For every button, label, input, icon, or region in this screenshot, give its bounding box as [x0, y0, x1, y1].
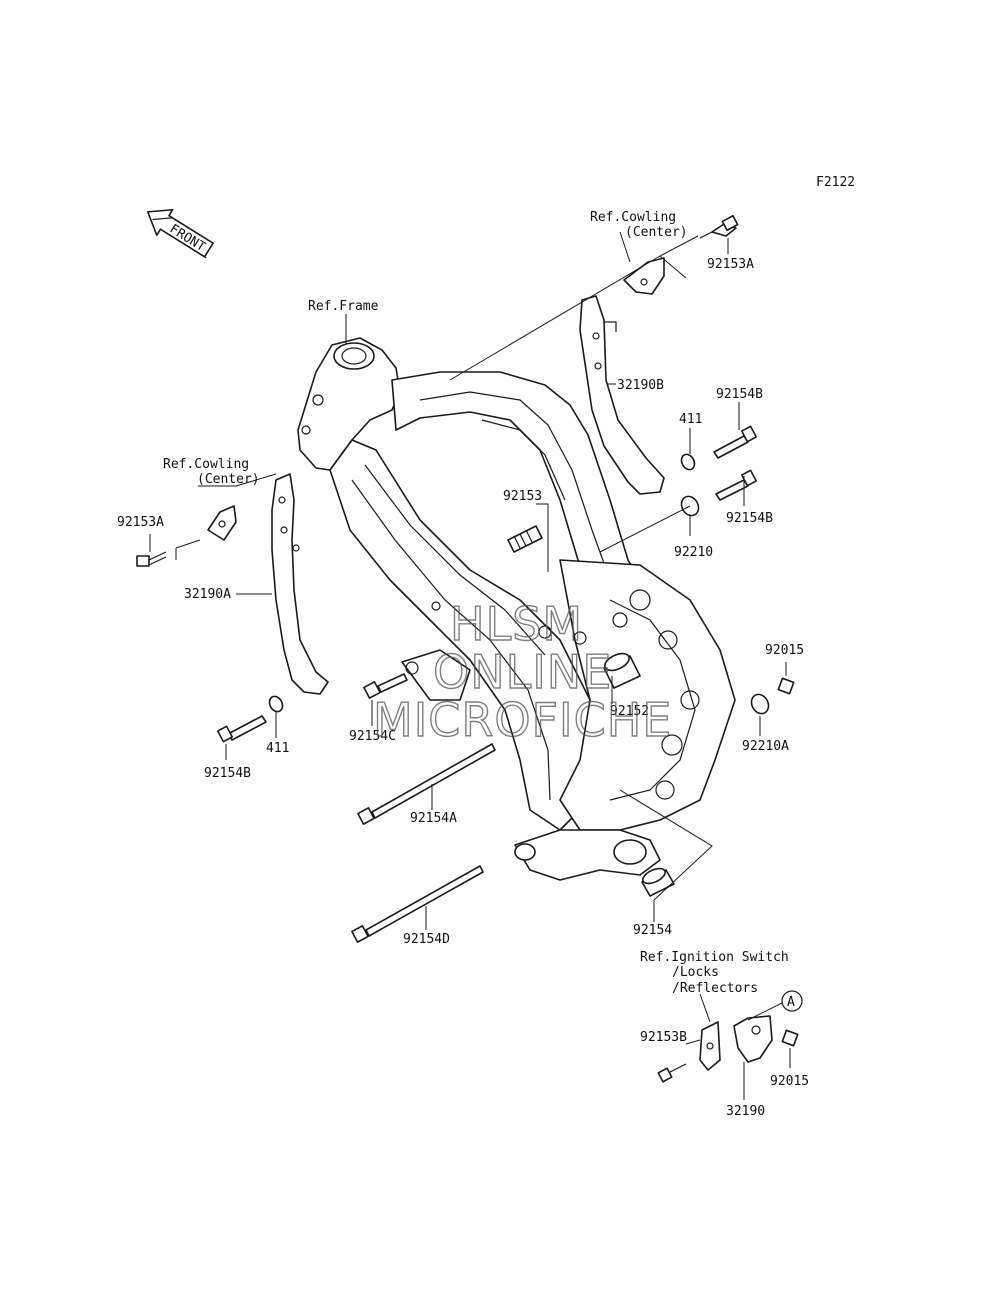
label-92154A: 92154A	[410, 811, 457, 826]
callout-a-label: A	[787, 995, 795, 1010]
callout-a: A	[747, 990, 803, 1021]
label-92154D: 92154D	[403, 932, 450, 947]
label-411-left: 411	[266, 741, 289, 756]
label-92153A-left: 92153A	[117, 515, 164, 530]
collar-92154	[641, 867, 675, 897]
nut-92015-top	[777, 677, 795, 695]
cowling-bracket-left	[207, 505, 237, 541]
bolt-92153B	[657, 1063, 687, 1083]
label-92154B-mid: 92154B	[726, 511, 773, 526]
label-92154: 92154	[633, 923, 672, 938]
ref-ignition-line1: Ref.Ignition Switch	[640, 950, 789, 965]
ref-cowling-top-line2: (Center)	[625, 225, 688, 240]
label-32190B: 32190B	[617, 378, 664, 393]
watermark-line2: ONLINE	[433, 645, 612, 699]
label-92154C: 92154C	[349, 729, 396, 744]
leader-lines	[149, 231, 791, 1100]
ref-frame-label: Ref.Frame	[308, 299, 379, 314]
ignition-switch-bracket	[699, 1021, 721, 1071]
diagram-code: F2122	[816, 175, 855, 190]
label-92154B-top: 92154B	[716, 387, 763, 402]
ref-cowling-left: Ref.Cowling (Center)	[163, 457, 260, 487]
main-frame	[297, 337, 736, 881]
front-arrow-icon: FRONT	[146, 208, 214, 259]
ref-cowling-left-line2: (Center)	[197, 472, 260, 487]
label-92015-bottom: 92015	[770, 1074, 809, 1089]
washer-411-left	[268, 695, 284, 713]
ref-cowling-top-line1: Ref.Cowling	[590, 210, 676, 225]
watermark: HLSM ONLINE MICROFICHE	[372, 596, 672, 747]
bracket-32190B	[579, 295, 665, 495]
label-32190A: 32190A	[184, 587, 231, 602]
washer-411-top	[680, 453, 696, 471]
ref-ignition-line2: /Locks	[672, 965, 719, 980]
label-92210: 92210	[674, 545, 713, 560]
label-92154B-left: 92154B	[204, 766, 251, 781]
bolt-92154C	[363, 673, 408, 699]
label-92015-top: 92015	[765, 643, 804, 658]
label-32190: 32190	[726, 1104, 765, 1119]
ref-ignition-line3: /Reflectors	[672, 981, 758, 996]
bolt-92154B-mid	[715, 469, 758, 501]
bolt-92153A-left	[136, 551, 167, 567]
watermark-line3: MICROFICHE	[373, 693, 672, 747]
bolt-92153A-top	[699, 214, 739, 239]
bracket-32190A	[271, 473, 329, 695]
label-92153: 92153	[503, 489, 542, 504]
collar-92153	[507, 525, 543, 553]
label-411-top: 411	[679, 412, 702, 427]
bolt-92154D	[351, 865, 484, 943]
nut-92015-bottom	[781, 1029, 799, 1047]
watermark-line1: HLSM	[450, 597, 583, 651]
nut-92210A	[750, 693, 770, 715]
label-92152: 92152	[610, 704, 649, 719]
label-92153B: 92153B	[640, 1030, 687, 1045]
ref-cowling-top: Ref.Cowling (Center)	[590, 210, 688, 240]
cowling-bracket-top	[623, 257, 665, 295]
ref-ignition: Ref.Ignition Switch /Locks /Reflectors	[640, 950, 789, 996]
bracket-32190	[733, 1015, 773, 1063]
bolt-92154A	[357, 743, 496, 825]
bolt-92154B-left	[216, 715, 267, 743]
collar-92152	[603, 652, 641, 689]
ref-cowling-left-line1: Ref.Cowling	[163, 457, 249, 472]
label-92210A: 92210A	[742, 739, 789, 754]
label-92153A-top: 92153A	[707, 257, 754, 272]
bolt-92154B-top	[713, 425, 758, 459]
